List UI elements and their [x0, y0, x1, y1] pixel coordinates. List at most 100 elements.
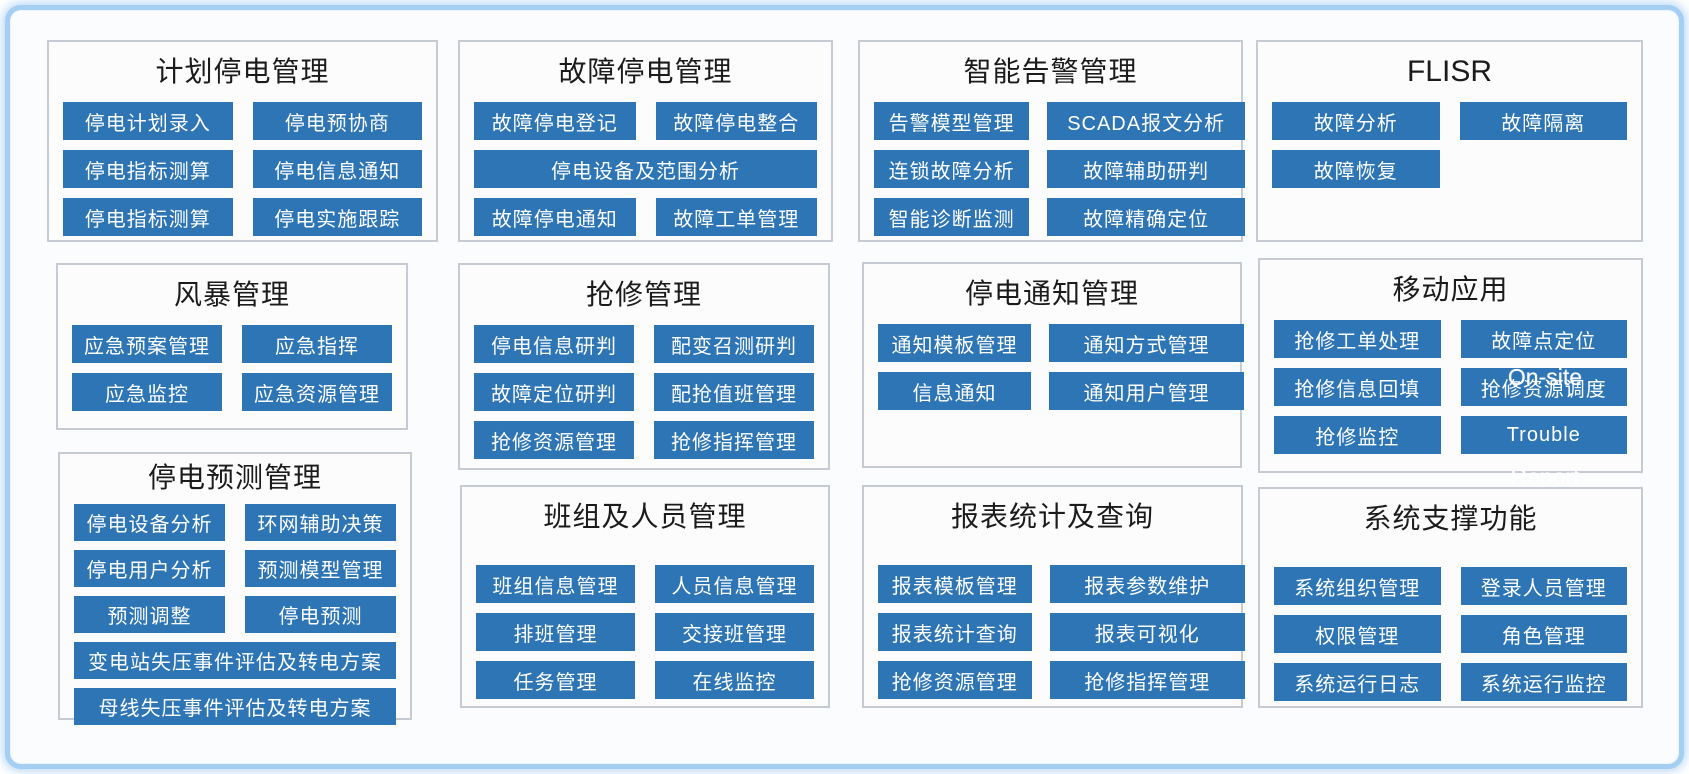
panel-title: 班组及人员管理 [543, 501, 747, 532]
module-button[interactable]: 应急资源管理 [242, 373, 392, 411]
module-button[interactable]: 报表统计查询 [878, 613, 1032, 651]
module-button[interactable]: 抢修指挥管理 [654, 421, 814, 459]
panel-buttons: 告警模型管理 SCADA报文分析连锁故障分析故障辅助研判智能诊断监测故障精确定位 [860, 102, 1245, 236]
panel-buttons: 停电计划录入停电预协商停电指标测算停电信息通知停电指标测算停电实施跟踪 [49, 102, 436, 236]
module-button[interactable]: 通知模板管理 [878, 324, 1032, 362]
module-button[interactable]: 系统组织管理 [1274, 567, 1441, 605]
module-button[interactable]: 母线失压事件评估及转电方案 [74, 688, 396, 725]
module-button[interactable]: 预测模型管理 [245, 550, 396, 587]
module-button[interactable]: 故障停电通知 [474, 198, 636, 236]
module-button[interactable]: 停电预测 [245, 596, 396, 633]
panel-title: 故障停电管理 [558, 56, 733, 87]
module-button[interactable]: 抢修指挥管理 [1049, 661, 1245, 699]
module-button[interactable]: 通知方式管理 [1049, 324, 1244, 362]
panel-buttons: 应急预案管理应急指挥应急监控应急资源管理 [58, 325, 406, 411]
panel-title: 智能告警管理 [963, 56, 1138, 87]
module-button[interactable]: 交接班管理 [655, 613, 814, 651]
module-button[interactable]: 系统运行监控 [1460, 663, 1627, 701]
module-button[interactable]: 系统运行日志 [1274, 663, 1441, 701]
module-button[interactable]: 停电实施跟踪 [252, 198, 422, 236]
module-button[interactable]: 连锁故障分析 [874, 150, 1030, 188]
module-button[interactable]: 停电计划录入 [63, 102, 233, 140]
module-button[interactable]: 停电信息研判 [474, 325, 634, 363]
module-button[interactable]: 报表可视化 [1049, 613, 1245, 651]
module-button[interactable]: 故障定位研判 [474, 373, 634, 411]
panel-buttons: 系统组织管理登录人员管理权限管理角色管理系统运行日志系统运行监控 [1260, 567, 1641, 701]
module-button[interactable]: 登录人员管理 [1460, 567, 1627, 605]
module-button[interactable]: 停电设备及范围分析 [474, 150, 817, 188]
panel-buttons: 报表模板管理报表参数维护报表统计查询报表可视化抢修资源管理抢修指挥管理 [864, 565, 1245, 699]
module-button[interactable]: SCADA报文分析 [1047, 102, 1245, 140]
panel-buttons: 停电设备分析环网辅助决策停电用户分析预测模型管理预测调整停电预测变电站失压事件评… [60, 504, 410, 725]
panel-buttons: 班组信息管理人员信息管理排班管理交接班管理任务管理在线监控 [462, 565, 828, 699]
panel-buttons: 通知模板管理通知方式管理信息通知通知用户管理 [864, 324, 1244, 410]
panel-team-personnel-management: 班组及人员管理 班组信息管理人员信息管理排班管理交接班管理任务管理在线监控 [460, 485, 830, 708]
module-button[interactable]: 排班管理 [476, 613, 635, 651]
module-button[interactable]: 智能诊断监测 [874, 198, 1030, 236]
panel-repair-management: 抢修管理 停电信息研判配变召测研判故障定位研判配抢值班管理抢修资源管理抢修指挥管… [458, 263, 830, 470]
panel-outage-notification-management: 停电通知管理 通知模板管理通知方式管理信息通知通知用户管理 [862, 262, 1244, 468]
module-button[interactable]: 人员信息管理 [655, 565, 814, 603]
module-button[interactable]: 停电预协商 [252, 102, 422, 140]
module-button[interactable]: 报表模板管理 [878, 565, 1032, 603]
panel-title: 停电预测管理 [147, 462, 322, 493]
panel-title: 移动应用 [1392, 274, 1509, 305]
module-button[interactable]: 班组信息管理 [476, 565, 635, 603]
panel-buttons: 故障分析故障隔离故障恢复 [1258, 102, 1641, 188]
panel-buttons: 故障停电登记故障停电整合停电设备及范围分析故障停电通知故障工单管理 [460, 102, 831, 236]
module-button[interactable]: 故障点定位 [1460, 320, 1627, 358]
module-button[interactable]: Trouble [1460, 416, 1627, 454]
module-button[interactable]: 故障辅助研判 [1047, 150, 1245, 188]
panel-outage-forecast-management: 停电预测管理 停电设备分析环网辅助决策停电用户分析预测模型管理预测调整停电预测变… [58, 452, 412, 725]
module-button[interactable]: 配变召测研判 [654, 325, 814, 363]
module-button[interactable]: 故障精确定位 [1047, 198, 1245, 236]
module-button[interactable]: 故障工单管理 [655, 198, 817, 236]
module-button[interactable]: 抢修监控 [1274, 416, 1441, 454]
panel-title: FLISR [1406, 55, 1493, 88]
module-button[interactable]: 在线监控 [655, 661, 814, 699]
module-button[interactable]: 任务管理 [476, 661, 635, 699]
module-button[interactable]: 故障分析 [1272, 102, 1440, 140]
module-button[interactable]: 权限管理 [1274, 615, 1441, 653]
module-button[interactable]: 变电站失压事件评估及转电方案 [74, 642, 396, 679]
panel-fault-outage-management: 故障停电管理 故障停电登记故障停电整合停电设备及范围分析故障停电通知故障工单管理 [458, 40, 833, 242]
module-button[interactable]: 预测调整 [74, 596, 225, 633]
panel-storm-management: 风暴管理 应急预案管理应急指挥应急监控应急资源管理 [56, 263, 408, 430]
panel-flisr: FLISR 故障分析故障隔离故障恢复 [1256, 40, 1643, 242]
module-button[interactable]: 抢修工单处理 [1274, 320, 1441, 358]
module-button[interactable]: 环网辅助决策 [245, 504, 396, 541]
module-button[interactable]: 通知用户管理 [1049, 372, 1244, 410]
panel-buttons: 抢修工单处理故障点定位抢修信息回填抢修资源调度抢修监控 Trouble [1260, 320, 1641, 454]
module-button[interactable]: 停电用户分析 [74, 550, 225, 587]
panel-planned-outage-management: 计划停电管理 停电计划录入停电预协商停电指标测算停电信息通知停电指标测算停电实施… [47, 40, 438, 242]
module-button[interactable]: 角色管理 [1460, 615, 1627, 653]
module-button[interactable]: 停电指标测算 [63, 150, 233, 188]
module-button[interactable]: 故障停电登记 [474, 102, 636, 140]
module-button[interactable]: 抢修信息回填 [1274, 368, 1441, 406]
module-button[interactable]: 抢修资源管理 [474, 421, 634, 459]
module-button[interactable]: 应急预案管理 [72, 325, 222, 363]
module-button[interactable]: 抢修资源调度 [1460, 368, 1627, 406]
panel-title: 风暴管理 [173, 279, 290, 310]
panel-system-support-functions: 系统支撑功能 系统组织管理登录人员管理权限管理角色管理系统运行日志系统运行监控 [1258, 487, 1643, 708]
panel-title: 计划停电管理 [155, 56, 330, 87]
module-button[interactable]: 故障停电整合 [655, 102, 817, 140]
panel-title: 报表统计及查询 [950, 501, 1154, 532]
module-button[interactable]: 应急指挥 [242, 325, 392, 363]
module-button[interactable]: 告警模型管理 [874, 102, 1030, 140]
module-button[interactable]: 抢修资源管理 [878, 661, 1032, 699]
module-button[interactable]: 报表参数维护 [1049, 565, 1245, 603]
module-button[interactable]: 停电设备分析 [74, 504, 225, 541]
panel-buttons: 停电信息研判配变召测研判故障定位研判配抢值班管理抢修资源管理抢修指挥管理 [460, 325, 828, 459]
module-button[interactable]: 配抢值班管理 [654, 373, 814, 411]
panel-title: 停电通知管理 [964, 278, 1139, 309]
module-button[interactable]: 故障恢复 [1272, 150, 1440, 188]
panel-smart-alarm-management: 智能告警管理 告警模型管理 SCADA报文分析连锁故障分析故障辅助研判智能诊断监测… [858, 40, 1245, 242]
module-button[interactable]: 故障隔离 [1459, 102, 1627, 140]
panel-report-statistics-query: 报表统计及查询 报表模板管理报表参数维护报表统计查询报表可视化抢修资源管理抢修指… [862, 485, 1245, 708]
module-button[interactable]: 停电信息通知 [252, 150, 422, 188]
module-button[interactable]: 信息通知 [878, 372, 1032, 410]
module-button[interactable]: 应急监控 [72, 373, 222, 411]
module-button[interactable]: 停电指标测算 [63, 198, 233, 236]
